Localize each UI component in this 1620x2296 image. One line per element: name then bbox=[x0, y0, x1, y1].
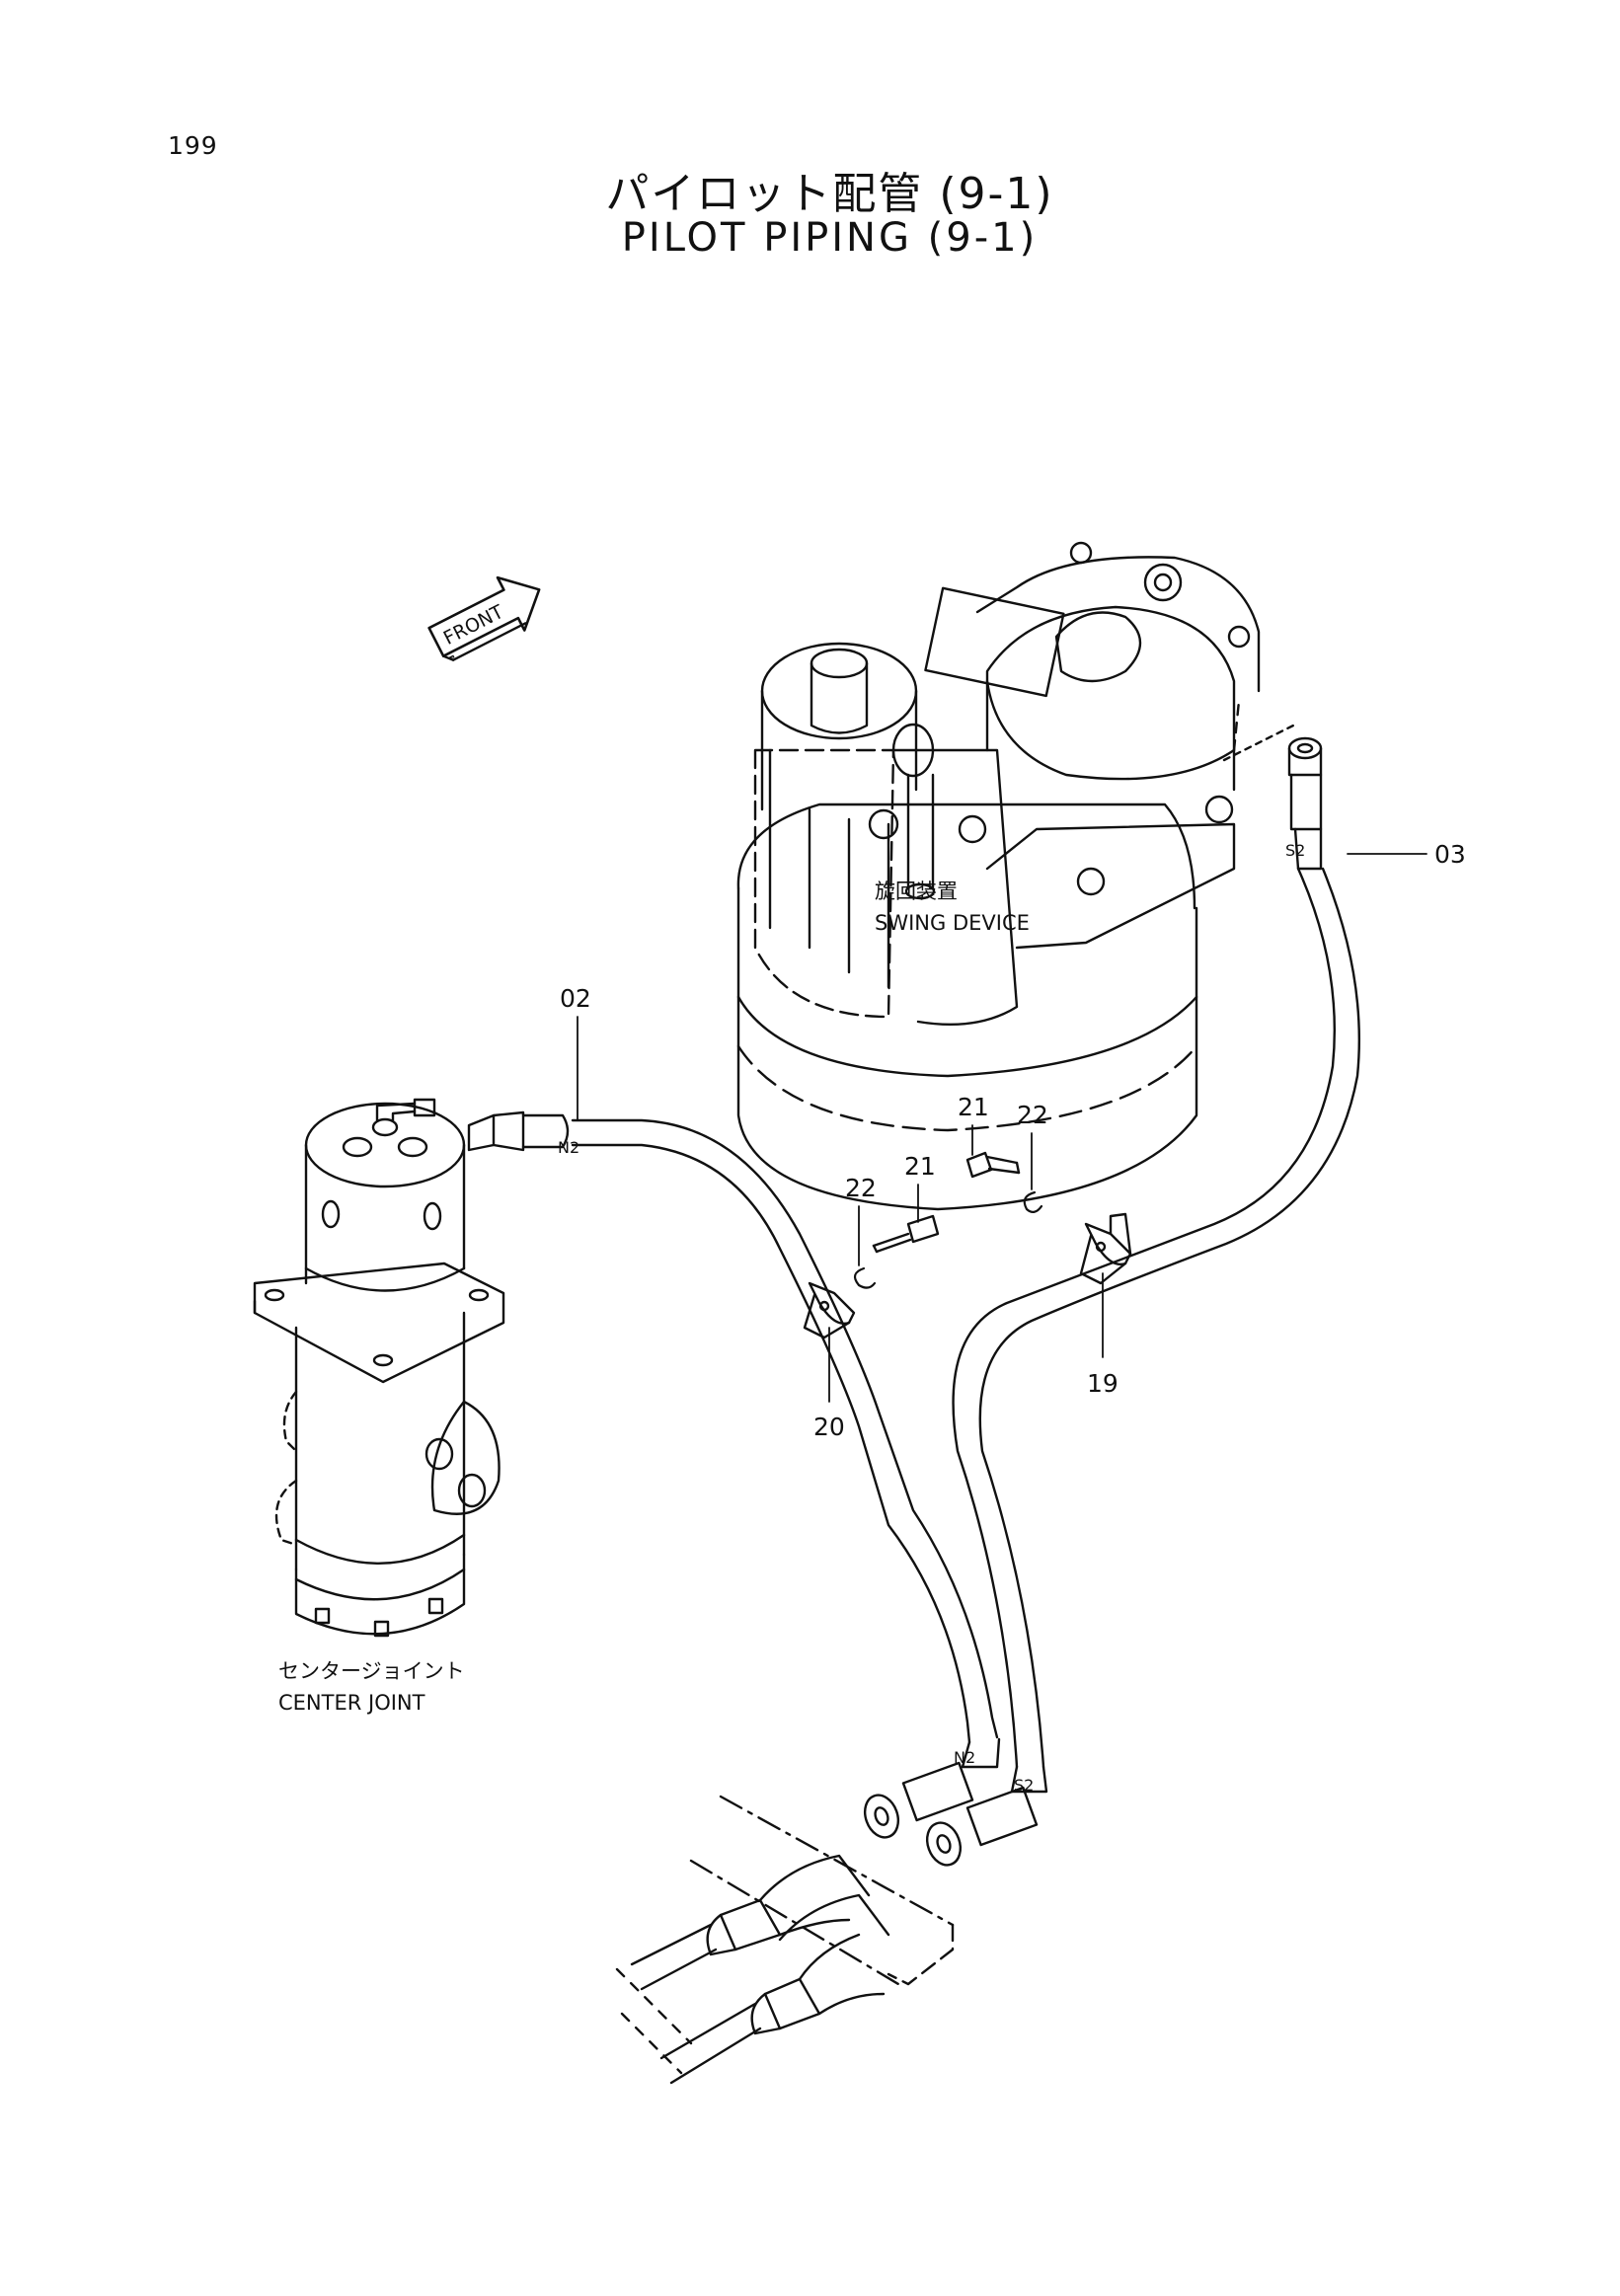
hose-02 bbox=[467, 1110, 1001, 1839]
swing-device-label-en: SWING DEVICE bbox=[875, 911, 1030, 935]
clamp-20 bbox=[803, 1281, 856, 1339]
front-arrow: FRONT bbox=[427, 575, 541, 661]
callout-03: 03 bbox=[1434, 840, 1466, 869]
callout-20: 20 bbox=[813, 1413, 845, 1441]
page-number: 199 bbox=[168, 131, 218, 160]
callout-22-lower: 22 bbox=[845, 1174, 877, 1202]
callout-22-upper: 22 bbox=[1017, 1101, 1048, 1129]
bulkhead-plate bbox=[615, 1795, 955, 2085]
callout-21-upper: 21 bbox=[958, 1093, 989, 1121]
bolt-21-left bbox=[872, 1214, 940, 1254]
center-joint bbox=[253, 1098, 505, 1638]
swing-device-label-jp: 旋回装置 bbox=[875, 880, 958, 903]
front-arrow-label: FRONT bbox=[440, 601, 507, 650]
page-title-english: PILOT PIPING (9-1) bbox=[621, 215, 1039, 261]
page-title-japanese: パイロット配管 (9-1) bbox=[605, 169, 1054, 219]
hose-tag-s2-lower: S2 bbox=[1014, 1776, 1034, 1795]
center-joint-label-en: CENTER JOINT bbox=[278, 1691, 425, 1715]
callout-02: 02 bbox=[560, 984, 591, 1013]
bolt-21-right bbox=[965, 1151, 1021, 1179]
leader-lines bbox=[577, 853, 1427, 1403]
clamp-19 bbox=[1079, 1212, 1132, 1285]
washer-22-left bbox=[853, 1266, 877, 1289]
washer-22-right bbox=[1023, 1190, 1043, 1213]
hose-tag-n2-lower: N2 bbox=[954, 1748, 975, 1767]
hose-tag-n2-upper: N2 bbox=[558, 1138, 579, 1157]
callout-21-lower: 21 bbox=[904, 1152, 936, 1181]
swing-device bbox=[736, 541, 1295, 1211]
callout-19: 19 bbox=[1087, 1369, 1119, 1398]
center-joint-label-jp: センタージョイント bbox=[278, 1659, 465, 1683]
hose-03 bbox=[925, 736, 1360, 1867]
hose-tag-s2-upper: S2 bbox=[1285, 841, 1305, 860]
